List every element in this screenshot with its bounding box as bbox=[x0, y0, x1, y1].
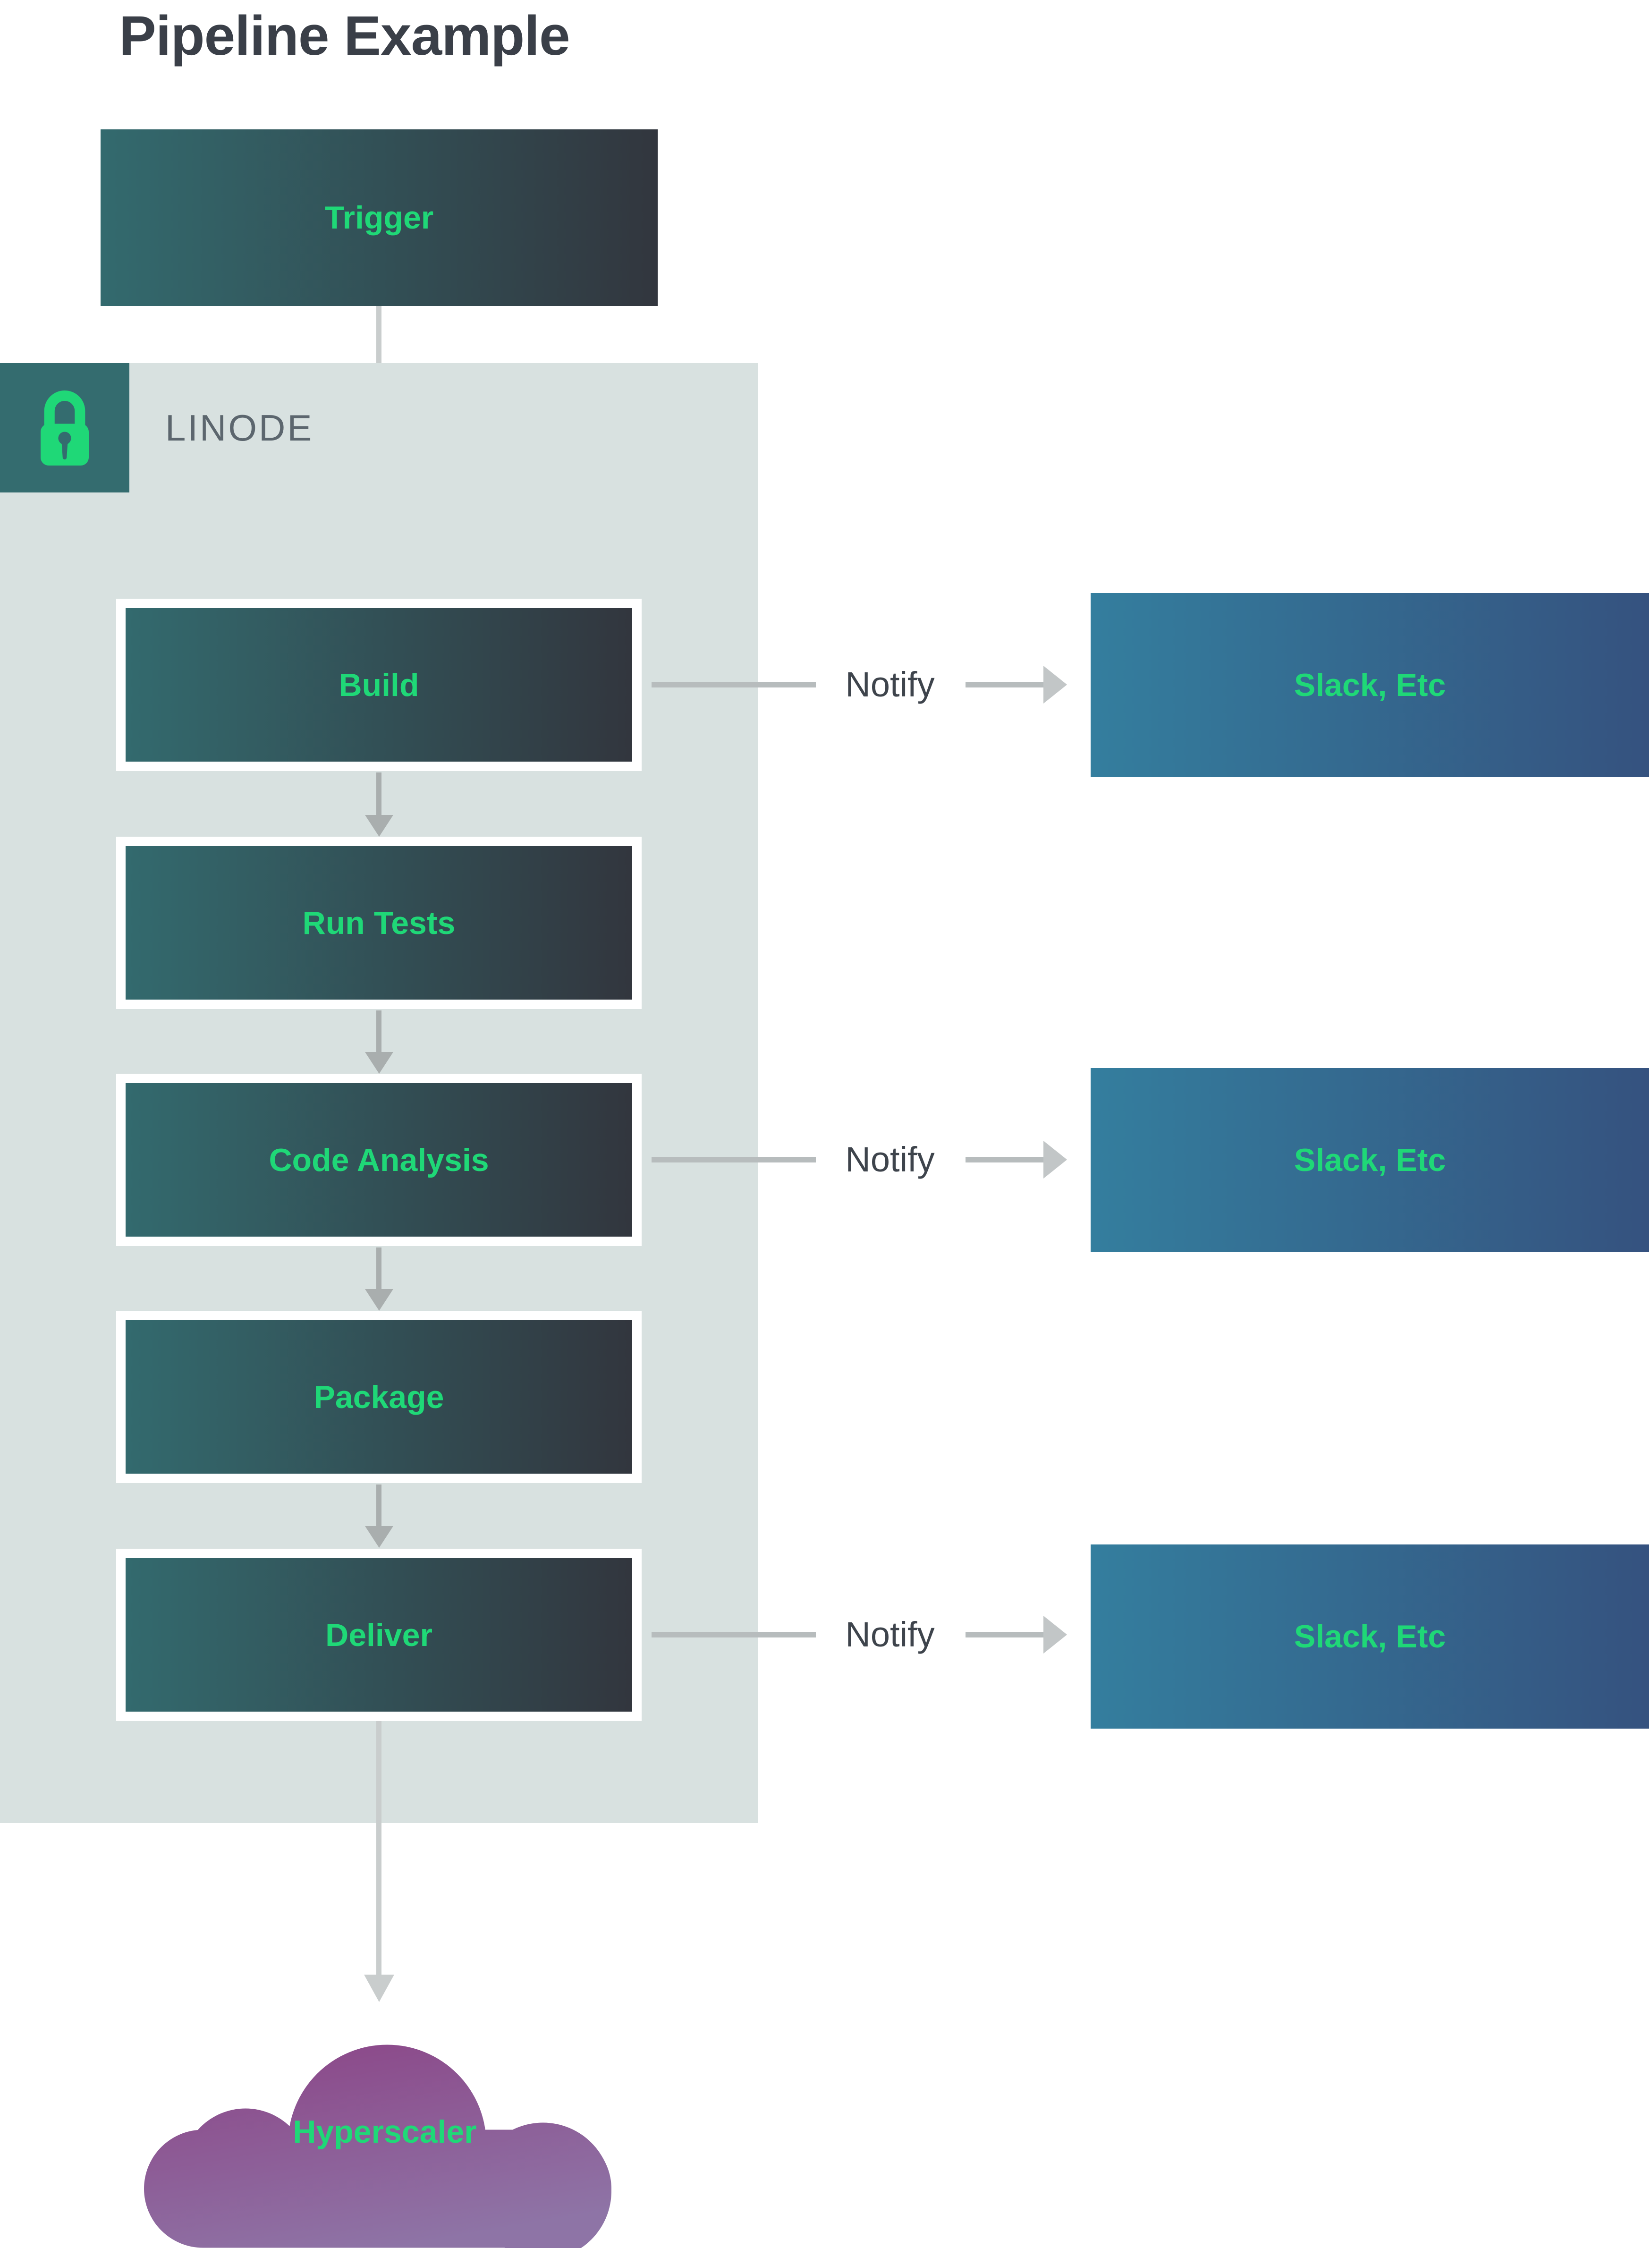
cloud-label: Hyperscaler bbox=[293, 2114, 477, 2150]
linode-label: LINODE bbox=[165, 407, 314, 449]
notify-label: Notify bbox=[845, 665, 935, 704]
page-title: Pipeline Example bbox=[119, 5, 570, 67]
trigger-label: Trigger bbox=[324, 200, 434, 236]
connector-line bbox=[652, 1157, 816, 1162]
stage-label-code-analysis: Code Analysis bbox=[269, 1142, 489, 1178]
arrow-down-head bbox=[365, 1526, 393, 1548]
connector-line bbox=[652, 1632, 816, 1637]
arrow-down-deliver-head bbox=[364, 1975, 394, 2002]
arrow-down-head bbox=[365, 815, 393, 837]
arrow-right-line bbox=[966, 1157, 1043, 1162]
connector-line bbox=[652, 682, 816, 687]
stage-box-build: Build bbox=[116, 599, 642, 771]
hyperscaler-cloud bbox=[137, 1964, 623, 2248]
cloud-icon bbox=[144, 2044, 611, 2248]
arrow-right-head bbox=[1043, 1616, 1067, 1654]
notify-target-box: Slack, Etc bbox=[1091, 1544, 1649, 1729]
arrow-down-deliver-line bbox=[376, 1721, 381, 1975]
notify-target-box: Slack, Etc bbox=[1091, 593, 1649, 777]
arrow-right-head bbox=[1043, 1141, 1067, 1179]
stage-label-run-tests: Run Tests bbox=[302, 905, 456, 941]
arrow-down-line bbox=[376, 772, 381, 816]
arrow-right-line bbox=[966, 682, 1043, 687]
stage-box-run-tests: Run Tests bbox=[116, 837, 642, 1009]
arrow-down-line bbox=[376, 1485, 381, 1527]
arrow-right-line bbox=[966, 1632, 1043, 1637]
notify-target-box: Slack, Etc bbox=[1091, 1068, 1649, 1252]
stage-label-package: Package bbox=[313, 1379, 444, 1415]
stage-label-build: Build bbox=[339, 667, 419, 703]
notify-label: Notify bbox=[845, 1140, 935, 1179]
notify-label: Notify bbox=[845, 1615, 935, 1654]
arrow-down-head bbox=[365, 1052, 393, 1074]
notify-target-label: Slack, Etc bbox=[1294, 667, 1446, 703]
lock-icon bbox=[41, 390, 89, 466]
arrow-right-head bbox=[1043, 666, 1067, 704]
stage-box-code-analysis: Code Analysis bbox=[116, 1074, 642, 1246]
stage-box-deliver: Deliver bbox=[116, 1549, 642, 1721]
notify-target-label: Slack, Etc bbox=[1294, 1142, 1446, 1178]
arrow-down-head bbox=[365, 1289, 393, 1311]
stage-box-package: Package bbox=[116, 1311, 642, 1483]
lock-badge bbox=[0, 363, 129, 492]
arrow-down-line bbox=[376, 1247, 381, 1290]
trigger-box: Trigger bbox=[101, 129, 658, 306]
notify-target-label: Slack, Etc bbox=[1294, 1619, 1446, 1654]
stage-label-deliver: Deliver bbox=[325, 1617, 432, 1653]
arrow-down-line bbox=[376, 1010, 381, 1053]
